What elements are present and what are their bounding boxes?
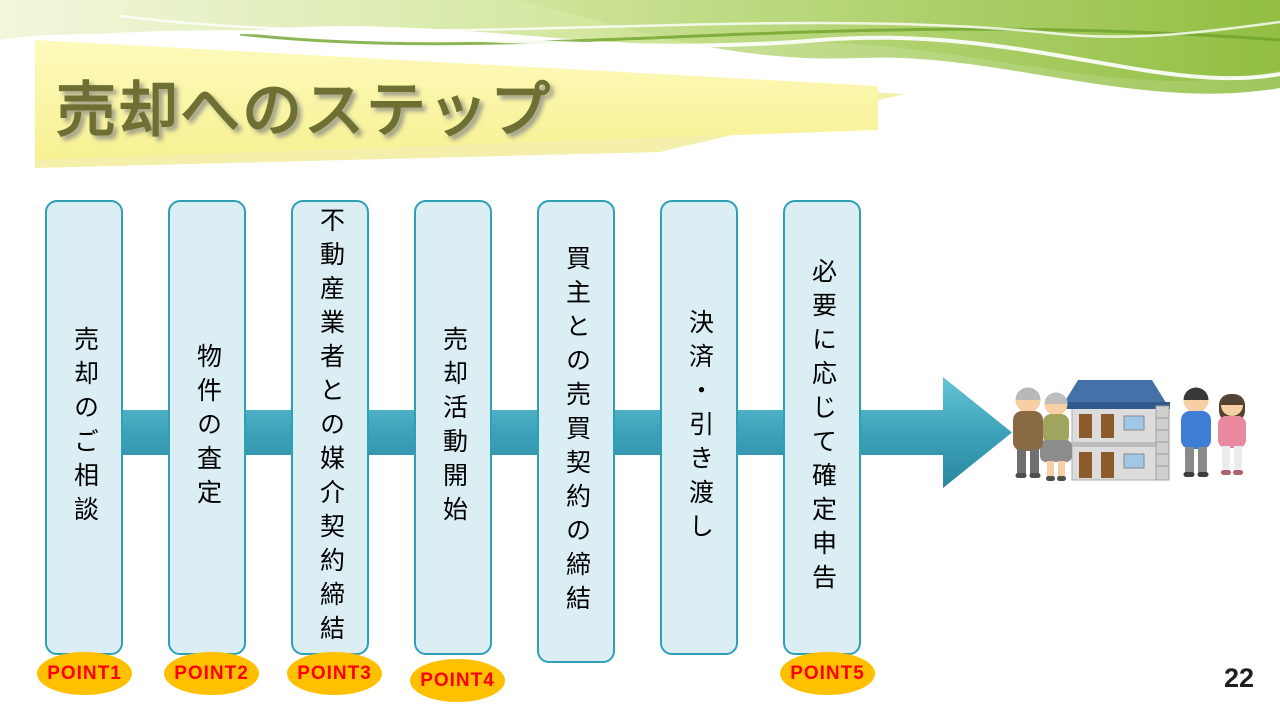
elderly-couple-icon: [1013, 387, 1072, 481]
title-banner: [35, 40, 878, 160]
step-column-3: 不動産業者との媒介契約締結: [291, 200, 369, 655]
step-label: 売却のご相談: [70, 325, 99, 530]
step-label: 不動産業者との媒介契約締結: [316, 206, 345, 649]
point-badge-4: POINT4: [410, 659, 505, 702]
step-column-7: 必要に応じて確定申告: [783, 200, 861, 655]
step-column-6: 決済・引き渡し: [660, 200, 738, 655]
step-column-2: 物件の査定: [168, 200, 246, 655]
point-badge-1: POINT1: [37, 652, 132, 695]
step-column-4: 売却活動開始: [414, 200, 492, 655]
slide-title: 売却へのステップ: [56, 77, 552, 144]
page-number: 22: [1223, 663, 1254, 693]
young-couple-icon: [1181, 387, 1246, 477]
point-badge-3: POINT3: [287, 652, 382, 695]
point-badge-5: POINT5: [780, 652, 875, 695]
step-column-5: 買主との売買契約の締結: [537, 200, 615, 663]
step-label: 売却活動開始: [439, 325, 468, 530]
family-house-illustration: [1013, 380, 1246, 481]
step-label: 買主との売買契約の締結: [562, 244, 591, 619]
step-label: 必要に応じて確定申告: [808, 257, 837, 598]
header-wave-decoration: [0, 0, 1280, 168]
house-icon: [1060, 380, 1170, 481]
step-label: 決済・引き渡し: [685, 308, 714, 547]
point-badge-2: POINT2: [164, 652, 259, 695]
step-column-1: 売却のご相談: [45, 200, 123, 655]
step-label: 物件の査定: [193, 342, 222, 513]
